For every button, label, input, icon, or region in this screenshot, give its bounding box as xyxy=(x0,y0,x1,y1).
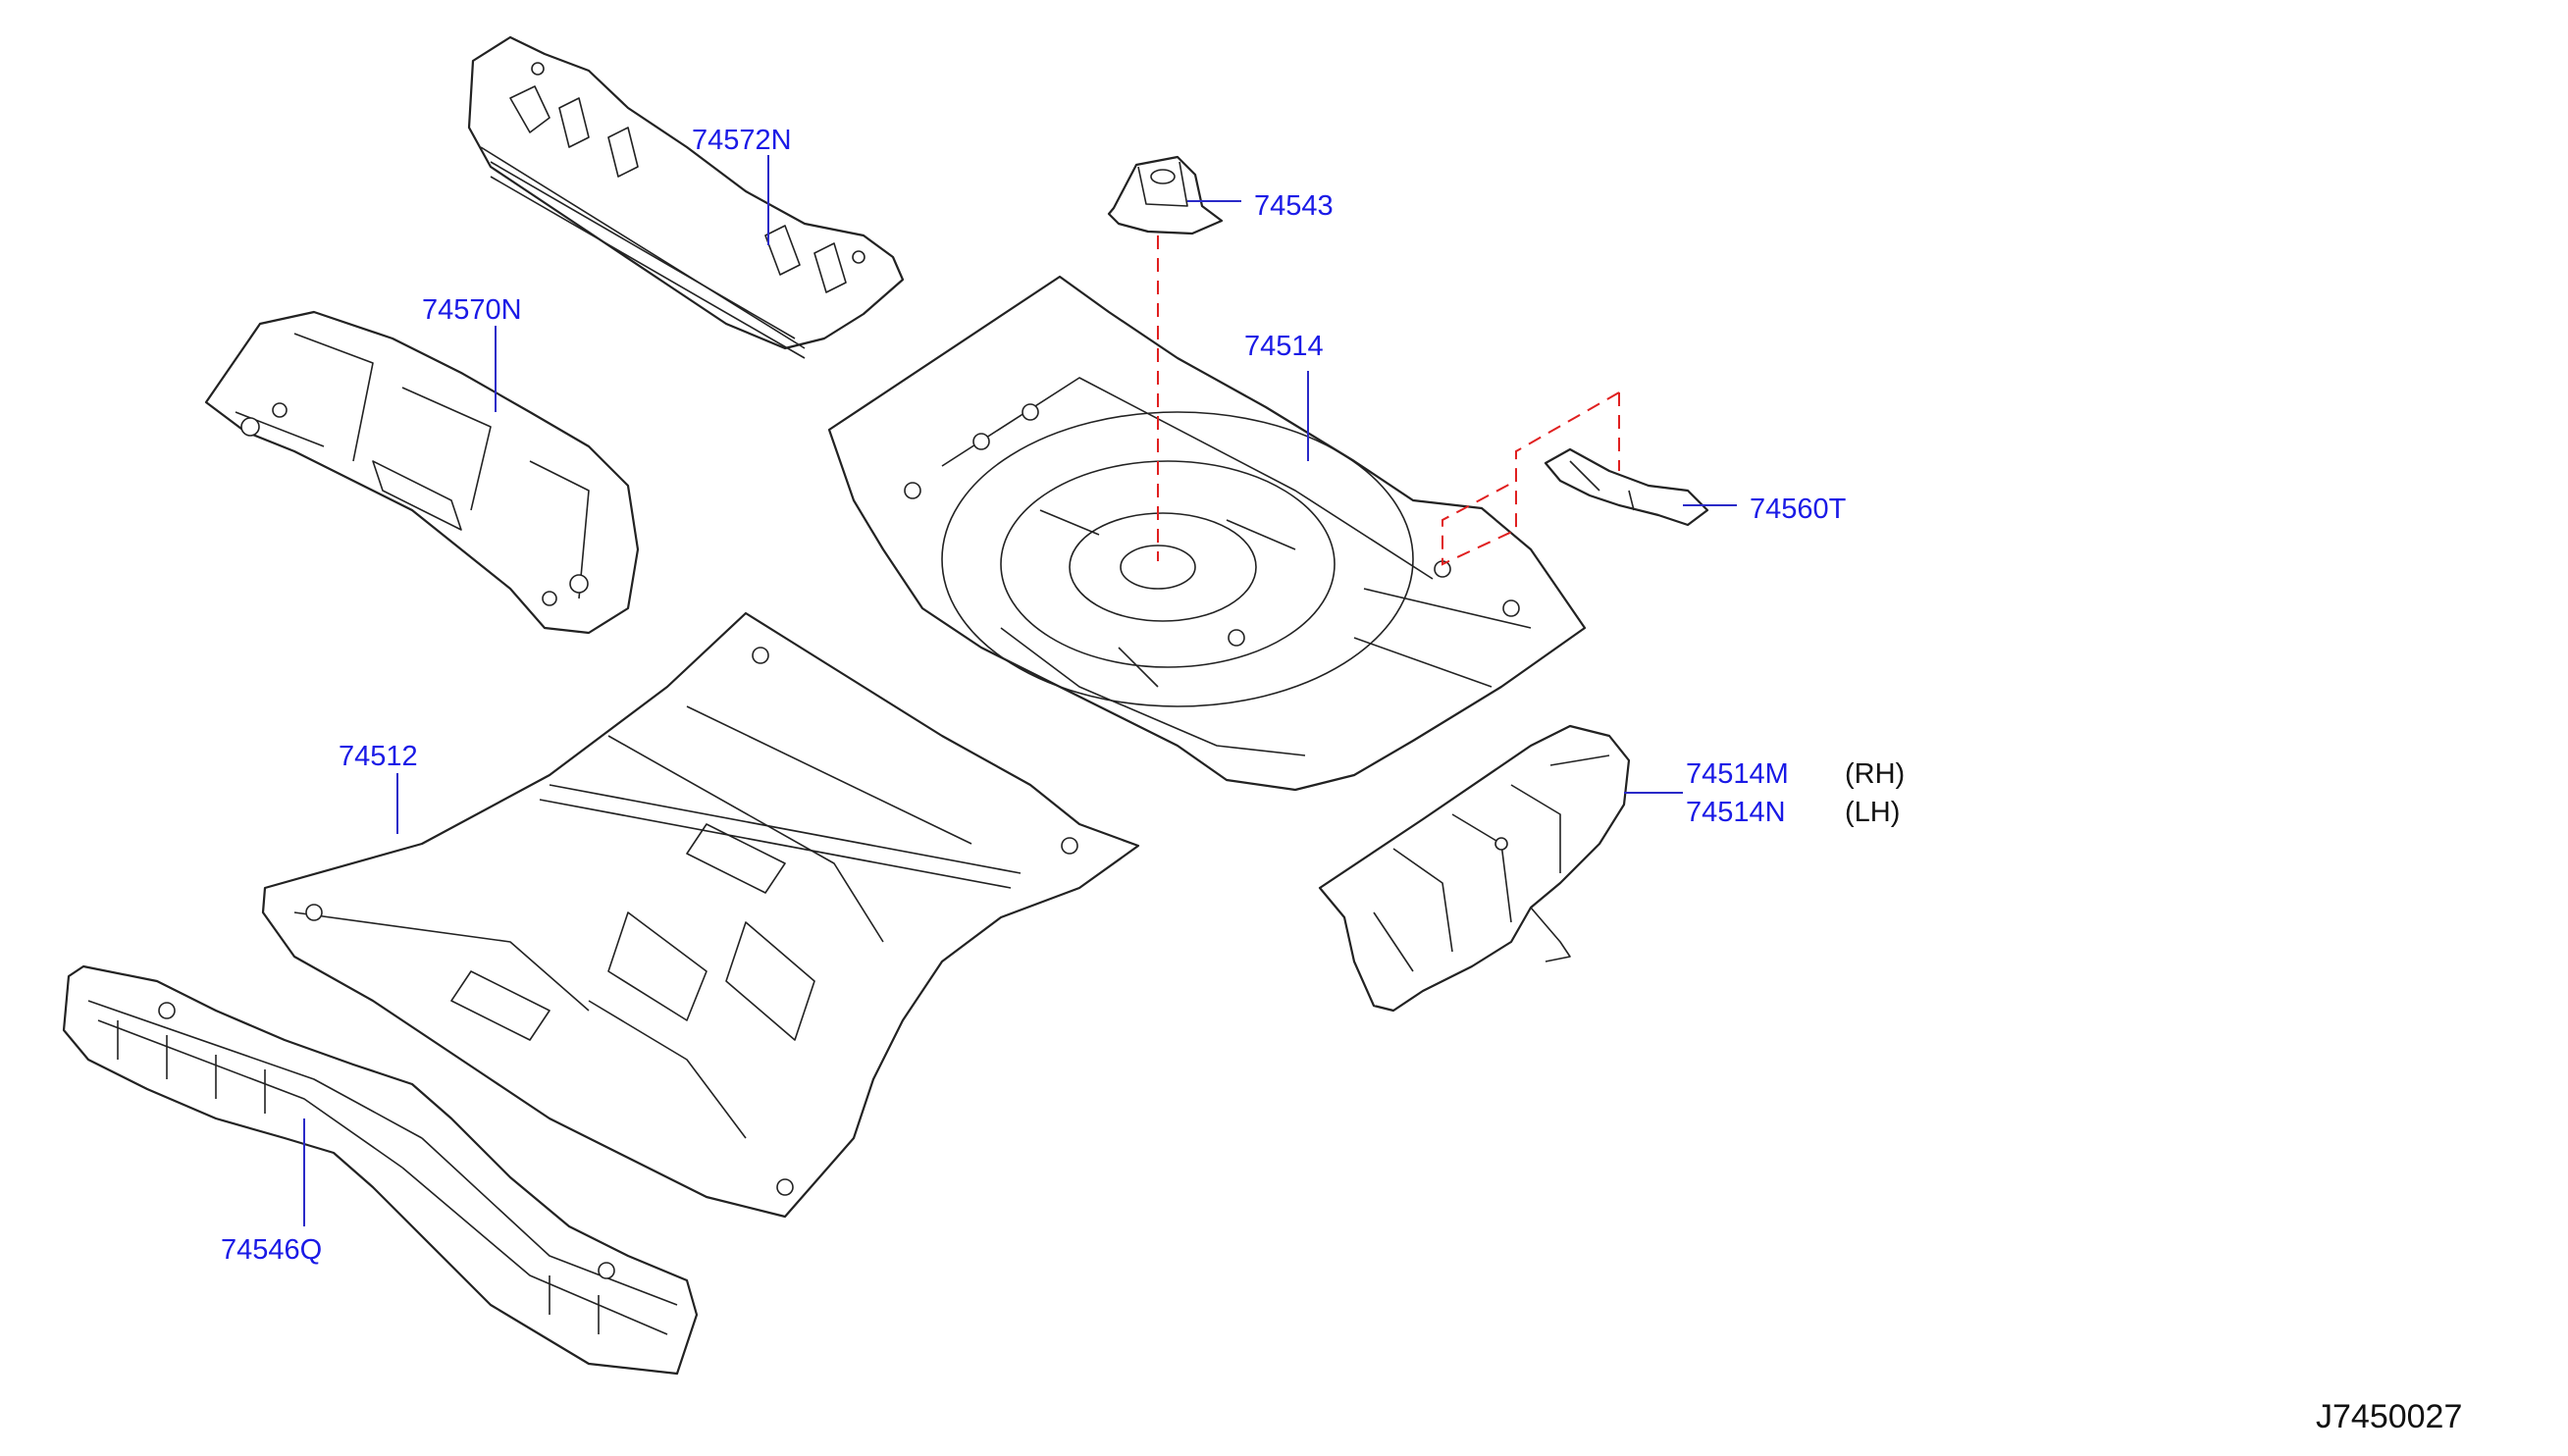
label-74514m[interactable]: 74514M xyxy=(1686,758,1789,790)
label-74514n[interactable]: 74514N xyxy=(1686,797,1786,828)
side-label-lh: (LH) xyxy=(1845,797,1900,828)
part-74514-drawing[interactable] xyxy=(827,275,1587,792)
part-74546q-drawing[interactable] xyxy=(62,964,699,1376)
part-74570n-drawing[interactable] xyxy=(204,310,640,635)
diagram-id: J7450027 xyxy=(2316,1398,2462,1435)
label-74570n[interactable]: 74570N xyxy=(422,294,522,326)
part-74512-drawing[interactable] xyxy=(261,611,1140,1219)
label-74572n[interactable]: 74572N xyxy=(692,125,792,156)
part-74514m-drawing[interactable] xyxy=(1318,724,1631,1013)
guide-74560t-box xyxy=(1441,391,1620,566)
label-74560t[interactable]: 74560T xyxy=(1750,494,1847,525)
side-label-rh: (RH) xyxy=(1845,758,1905,790)
part-74572n-drawing[interactable] xyxy=(467,35,905,359)
label-74543[interactable]: 74543 xyxy=(1254,190,1334,222)
part-74543-drawing[interactable] xyxy=(1107,155,1224,235)
part-labels: 74572N 74543 74570N 74514 74560T 74512 7… xyxy=(221,125,1905,1266)
label-74514[interactable]: 74514 xyxy=(1244,331,1324,362)
part-74560t-drawing[interactable] xyxy=(1544,447,1709,527)
label-74512[interactable]: 74512 xyxy=(339,741,418,772)
leader-lines xyxy=(303,155,1737,1226)
assembly-guides xyxy=(1157,235,1620,566)
label-74546q[interactable]: 74546Q xyxy=(221,1234,322,1266)
